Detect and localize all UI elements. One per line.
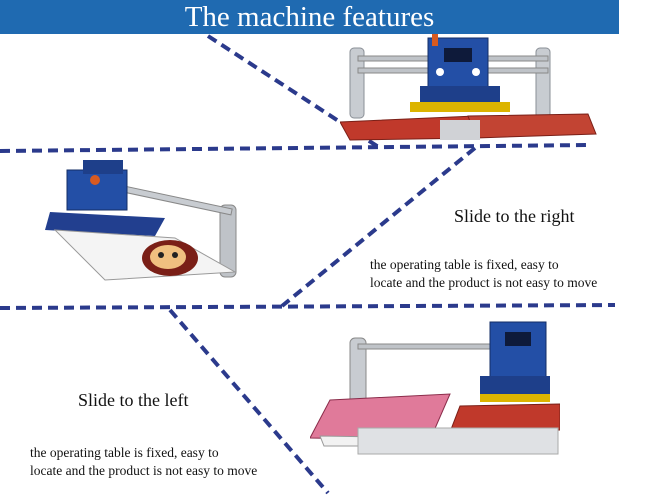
dashed-line-diagonal-2 (280, 146, 477, 308)
right-feature-title: Slide to the right (454, 206, 575, 226)
right-feature-line1: the operating table is fixed, easy to (370, 257, 559, 272)
machine-photo-right-slide (340, 34, 597, 141)
dashed-line-bottom (0, 303, 616, 310)
left-feature-line2: locate and the product is not easy to mo… (30, 463, 258, 478)
left-feature-line1: the operating table is fixed, easy to (30, 445, 219, 460)
right-feature-description: the operating table is fixed, easy to lo… (370, 256, 597, 292)
left-feature-description: the operating table is fixed, easy to lo… (30, 444, 257, 480)
machine-photo-left-slide (310, 321, 560, 455)
right-feature-line2: locate and the product is not easy to mo… (370, 275, 598, 290)
machine-photo-angled (45, 160, 237, 281)
dashed-line-diagonal-1 (206, 34, 382, 150)
page-title: The machine features (184, 1, 435, 33)
dashed-line-diagonal-3 (168, 308, 330, 495)
header-banner (0, 0, 619, 34)
left-feature-title: Slide to the left (78, 390, 189, 410)
dashed-line-top (0, 143, 591, 153)
